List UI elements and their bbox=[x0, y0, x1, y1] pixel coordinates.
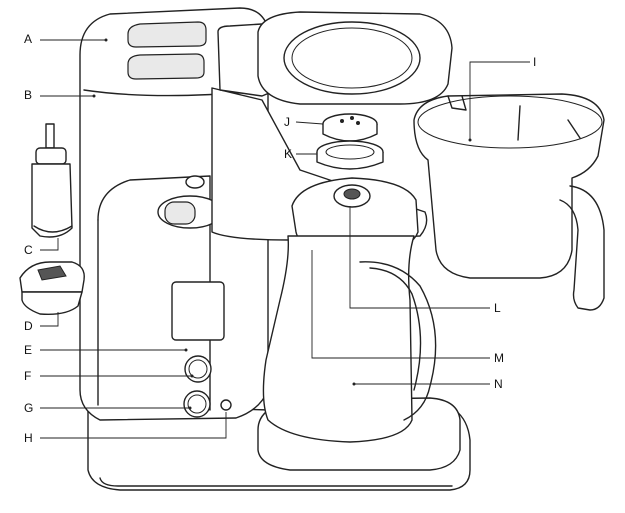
label-d: D bbox=[24, 319, 33, 333]
carafe bbox=[262, 177, 437, 443]
water-tank bbox=[413, 93, 605, 311]
shower-head-parts bbox=[316, 113, 384, 170]
label-n: N bbox=[494, 377, 503, 391]
label-l: L bbox=[494, 301, 501, 315]
label-b: B bbox=[24, 88, 33, 102]
label-e: E bbox=[24, 343, 33, 357]
filter-holder bbox=[19, 261, 85, 316]
water-filter bbox=[31, 123, 73, 238]
label-m: M bbox=[494, 351, 504, 365]
leader-lines bbox=[40, 38, 530, 439]
label-j: J bbox=[284, 115, 290, 129]
label-f: F bbox=[24, 369, 32, 383]
label-k: K bbox=[284, 147, 293, 161]
label-g: G bbox=[24, 401, 34, 415]
brew-lid bbox=[257, 11, 453, 105]
label-i: I bbox=[533, 55, 537, 69]
label-h: H bbox=[24, 431, 33, 445]
label-c: C bbox=[24, 243, 33, 257]
label-a: A bbox=[24, 32, 33, 46]
